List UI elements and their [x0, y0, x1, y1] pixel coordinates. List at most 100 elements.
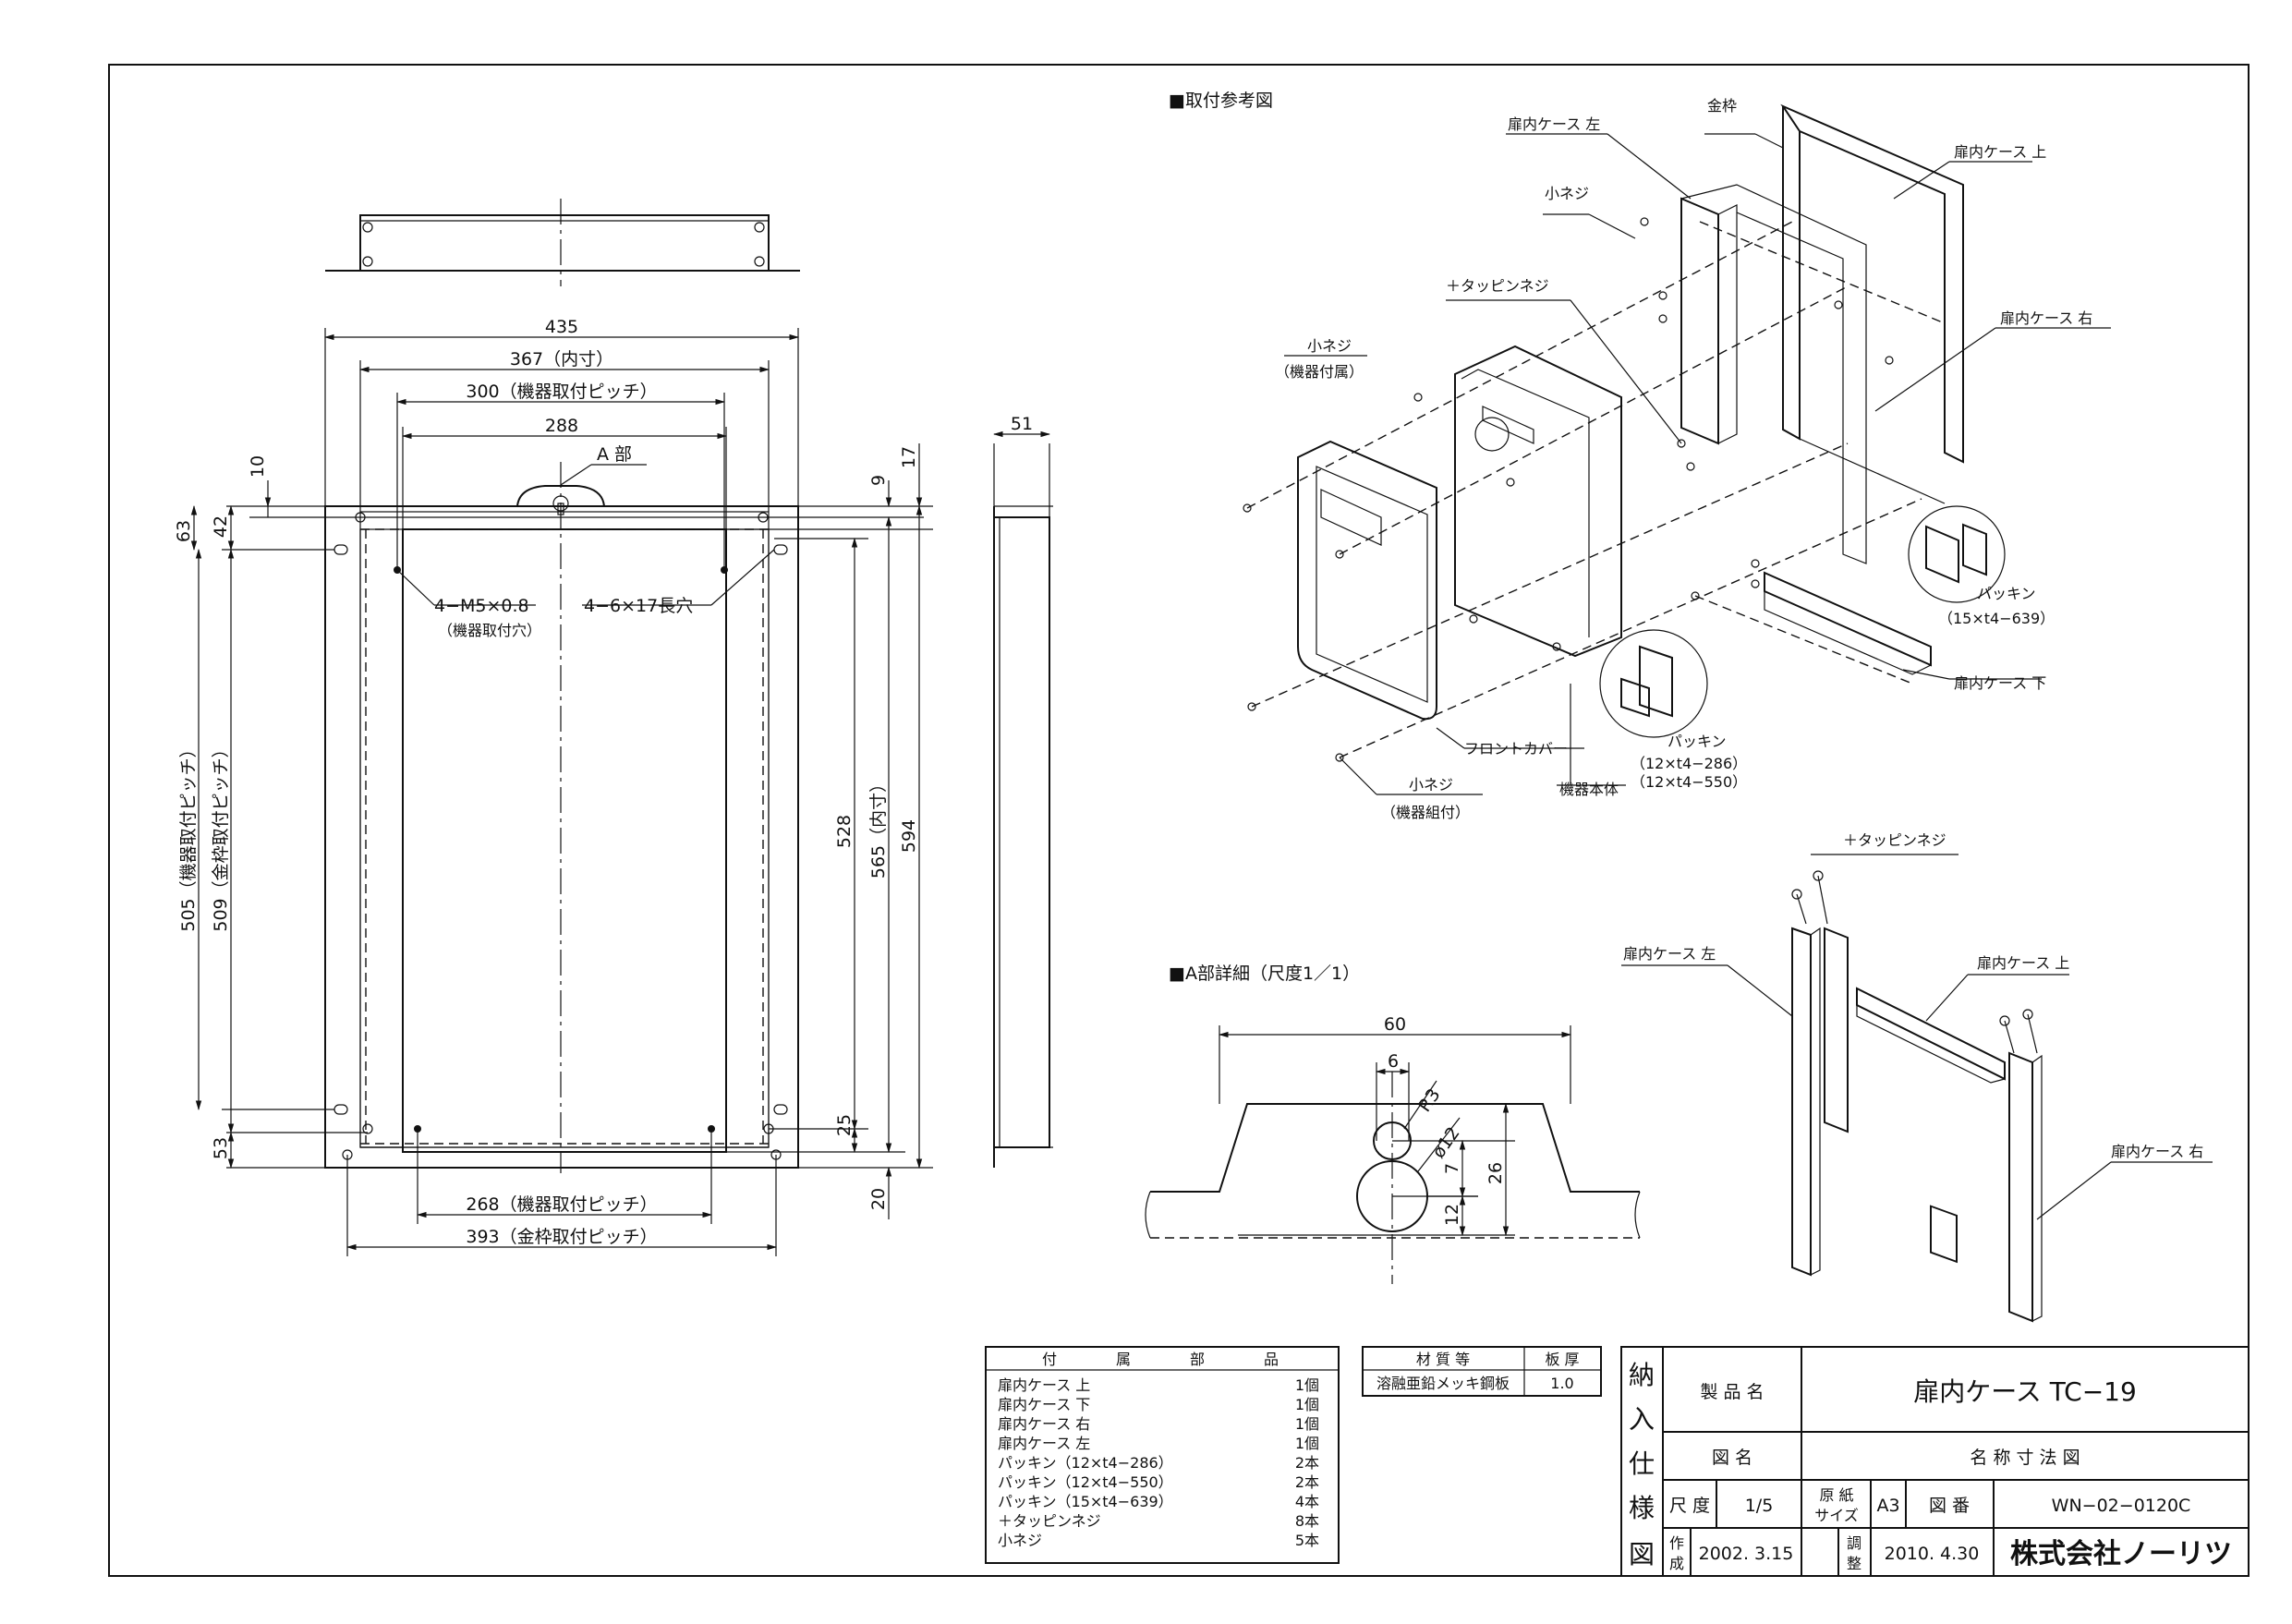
title-block: 納 入 仕 様 図 製 品 名 扉内ケース TC−19 図 名 名 称 寸 法 … — [1620, 1346, 2250, 1577]
label-case-right: 扉内ケース 右 — [2000, 309, 2092, 327]
front-view-dimensions: 435 367（内寸） 300（機器取付ピッチ） 288 268（機器取付ピッチ… — [174, 317, 933, 1256]
label-m5-sub: （機器取付穴） — [438, 622, 541, 639]
created-label1: 作 — [1669, 1534, 1684, 1552]
label-a-part: A 部 — [597, 444, 632, 465]
label-sa-case-left: 扉内ケース 左 — [1623, 945, 1716, 963]
adjusted-label2: 整 — [1847, 1555, 1861, 1572]
dim-26: 26 — [1486, 1162, 1506, 1184]
assembly-view: ■取付参考図 金枠 — [1169, 91, 2111, 1264]
label-case-top: 扉内ケース 上 — [1954, 143, 2046, 161]
side-char-4: 図 — [1629, 1539, 1655, 1569]
parts-header-3: 品 — [1264, 1351, 1279, 1368]
label-sa-case-top: 扉内ケース 上 — [1977, 954, 2069, 972]
label-small-screw-acc: 小ネジ — [1307, 337, 1352, 355]
label-m5: 4−M5×0.8 — [434, 596, 529, 616]
created-label2: 成 — [1669, 1555, 1684, 1572]
paper-value: A3 — [1876, 1496, 1899, 1516]
label-front-cover: フロントカバー — [1464, 740, 1568, 757]
adjusted-date: 2010. 4.30 — [1885, 1544, 1980, 1564]
parts-row-2-name: 扉内ケース 右 — [998, 1415, 1090, 1433]
product-label: 製 品 名 — [1700, 1382, 1764, 1402]
parts-row-4-qty: 2本 — [1295, 1454, 1319, 1472]
parts-row-2-qty: 1個 — [1295, 1415, 1319, 1433]
dim-505: 505（機器取付ピッチ） — [178, 740, 199, 931]
sheet-border — [108, 64, 2250, 1577]
dim-r3: R3 — [1414, 1085, 1445, 1116]
label-small-screw: 小ネジ — [1545, 185, 1589, 202]
parts-row-6-name: パッキン（15×t4−639） — [998, 1493, 1173, 1510]
top-view — [325, 199, 800, 286]
side-char-2: 仕 — [1629, 1448, 1655, 1479]
detail-a-view: ■A部詳細（尺度1／1） 60 6 R3 ø12 7 26 12 — [1145, 963, 1641, 1284]
parts-row-3-name: 扉内ケース 左 — [998, 1435, 1090, 1452]
dim-509: 509（金枠取付ピッチ） — [211, 740, 231, 931]
created-date: 2002. 3.15 — [1699, 1544, 1794, 1564]
side-char-3: 様 — [1629, 1493, 1655, 1523]
side-view: 51 — [992, 414, 1053, 1168]
drawing-number: WN−02−0120C — [2052, 1496, 2191, 1516]
dim-594: 594 — [899, 819, 919, 853]
parts-header-1: 属 — [1116, 1351, 1131, 1368]
label-packing1-sub: （15×t4−639） — [1938, 610, 2055, 627]
parts-table: 付 属 部 品 扉内ケース 上 1個 扉内ケース 下 1個 扉内ケース 右 1個… — [985, 1346, 1340, 1564]
thickness-value: 1.0 — [1550, 1375, 1573, 1392]
adjusted-label1: 調 — [1847, 1534, 1861, 1552]
label-sa-case-right: 扉内ケース 右 — [2111, 1143, 2203, 1160]
parts-row-1-name: 扉内ケース 下 — [998, 1396, 1090, 1413]
label-case-left: 扉内ケース 左 — [1508, 115, 1600, 133]
dim-528: 528 — [834, 815, 855, 848]
parts-row-7-name: ＋タッピンネジ — [998, 1512, 1101, 1530]
label-packing2-sub2: （12×t4−550） — [1631, 773, 1747, 791]
material-header: 材 質 等 — [1416, 1351, 1470, 1368]
dim-60: 60 — [1384, 1014, 1406, 1035]
drawing-name: 名 称 寸 法 図 — [1970, 1448, 2080, 1468]
dim-25: 25 — [834, 1114, 855, 1136]
parts-row-6-qty: 4本 — [1295, 1493, 1319, 1510]
parts-row-5-name: パッキン（12×t4−550） — [998, 1473, 1173, 1491]
small-assembly-view: ＋タッピンネジ 扉内ケース 左 扉内ケース 上 扉内ケース 右 — [1621, 831, 2213, 1323]
label-slot: 4−6×17長穴 — [584, 596, 693, 616]
scale-value: 1/5 — [1745, 1496, 1774, 1516]
detail-title: ■A部詳細（尺度1／1） — [1169, 963, 1360, 984]
parts-row-8-qty: 5本 — [1295, 1532, 1319, 1549]
dim-12: 12 — [1442, 1204, 1462, 1226]
label-packing2-sub1: （12×t4−286） — [1631, 755, 1747, 772]
parts-row-3-qty: 1個 — [1295, 1435, 1319, 1452]
dim-53: 53 — [211, 1137, 231, 1159]
label-sa-tapping-screw: ＋タッピンネジ — [1843, 831, 1946, 849]
parts-header-0: 付 — [1042, 1351, 1057, 1368]
dim-288: 288 — [545, 416, 578, 436]
label-small-screw-asm-sub: （機器組付） — [1381, 804, 1470, 821]
parts-row-7-qty: 8本 — [1295, 1512, 1319, 1530]
side-char-0: 納 — [1629, 1360, 1655, 1390]
dim-9: 9 — [868, 475, 889, 486]
parts-row-0-name: 扉内ケース 上 — [998, 1376, 1090, 1394]
paper-label1: 原 紙 — [1819, 1486, 1853, 1504]
drawing-label: 図 名 — [1712, 1448, 1752, 1468]
label-packing2: パッキン — [1667, 733, 1727, 750]
label-small-screw-acc-sub: （機器付属） — [1275, 363, 1364, 381]
dim-435: 435 — [545, 317, 578, 337]
paper-label2: サイズ — [1814, 1507, 1859, 1524]
label-device-body: 機器本体 — [1559, 781, 1619, 798]
material-value: 溶融亜鉛メッキ鋼板 — [1376, 1375, 1510, 1392]
label-case-bottom: 扉内ケース 下 — [1954, 674, 2046, 692]
dim-7: 7 — [1442, 1163, 1462, 1174]
dim-393: 393（金枠取付ピッチ） — [466, 1227, 657, 1247]
number-label: 図 番 — [1929, 1496, 1970, 1516]
label-packing1: パッキン — [1977, 585, 2036, 602]
dim-10: 10 — [248, 455, 268, 478]
label-small-screw-asm: 小ネジ — [1409, 776, 1453, 794]
dim-17: 17 — [899, 446, 919, 468]
parts-row-1-qty: 1個 — [1295, 1396, 1319, 1413]
side-char-1: 入 — [1629, 1404, 1655, 1435]
parts-row-0-qty: 1個 — [1295, 1376, 1319, 1394]
parts-header-2: 部 — [1190, 1351, 1205, 1368]
company-name: 株式会社ノーリツ — [2010, 1538, 2232, 1570]
dim-367: 367（内寸） — [510, 349, 613, 370]
dim-6: 6 — [1388, 1051, 1399, 1072]
label-tapping-screw: ＋タッピンネジ — [1446, 277, 1549, 295]
dim-300: 300（機器取付ピッチ） — [466, 382, 657, 402]
